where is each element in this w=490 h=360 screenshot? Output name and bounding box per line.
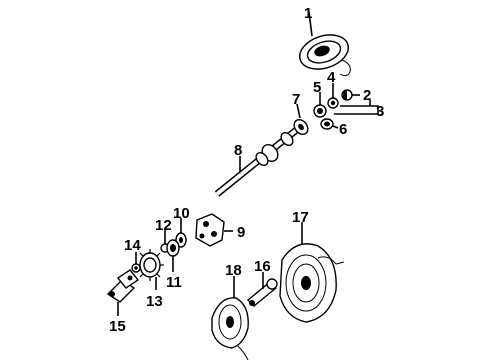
- callout-2: 2: [363, 87, 371, 104]
- callout-7: 7: [292, 91, 300, 108]
- parts-2-6-bearing-stack: [313, 83, 379, 130]
- callout-10: 10: [173, 205, 190, 222]
- callout-9: 9: [237, 224, 245, 241]
- parts-10-14-lower-bearing: [131, 218, 187, 290]
- part-17-boot: [279, 222, 345, 323]
- callout-12: 12: [155, 217, 172, 234]
- part-9-housing: [195, 213, 233, 247]
- callout-8: 8: [234, 142, 242, 159]
- part-18-lower-boot: [211, 276, 249, 360]
- callout-4: 4: [327, 69, 336, 86]
- callout-labels: 1 2 3 4 5 6 7 8 9 10 11 12 13 14 15 16 1…: [109, 5, 384, 335]
- callout-3: 3: [376, 103, 384, 120]
- part-16-intermediate-shaft: [246, 272, 278, 307]
- callout-17: 17: [292, 209, 309, 226]
- callout-14: 14: [124, 237, 141, 254]
- part-1-clockspring: [299, 11, 351, 77]
- callout-5: 5: [313, 79, 321, 96]
- callout-16: 16: [254, 258, 271, 275]
- callout-11: 11: [166, 274, 182, 291]
- callout-13: 13: [146, 293, 163, 310]
- part-15-u-joint: [106, 269, 140, 316]
- callout-15: 15: [109, 318, 126, 335]
- callout-1: 1: [304, 5, 312, 22]
- callout-18: 18: [225, 262, 242, 279]
- part-8-steering-shaft: [214, 103, 309, 197]
- callout-6: 6: [339, 121, 347, 138]
